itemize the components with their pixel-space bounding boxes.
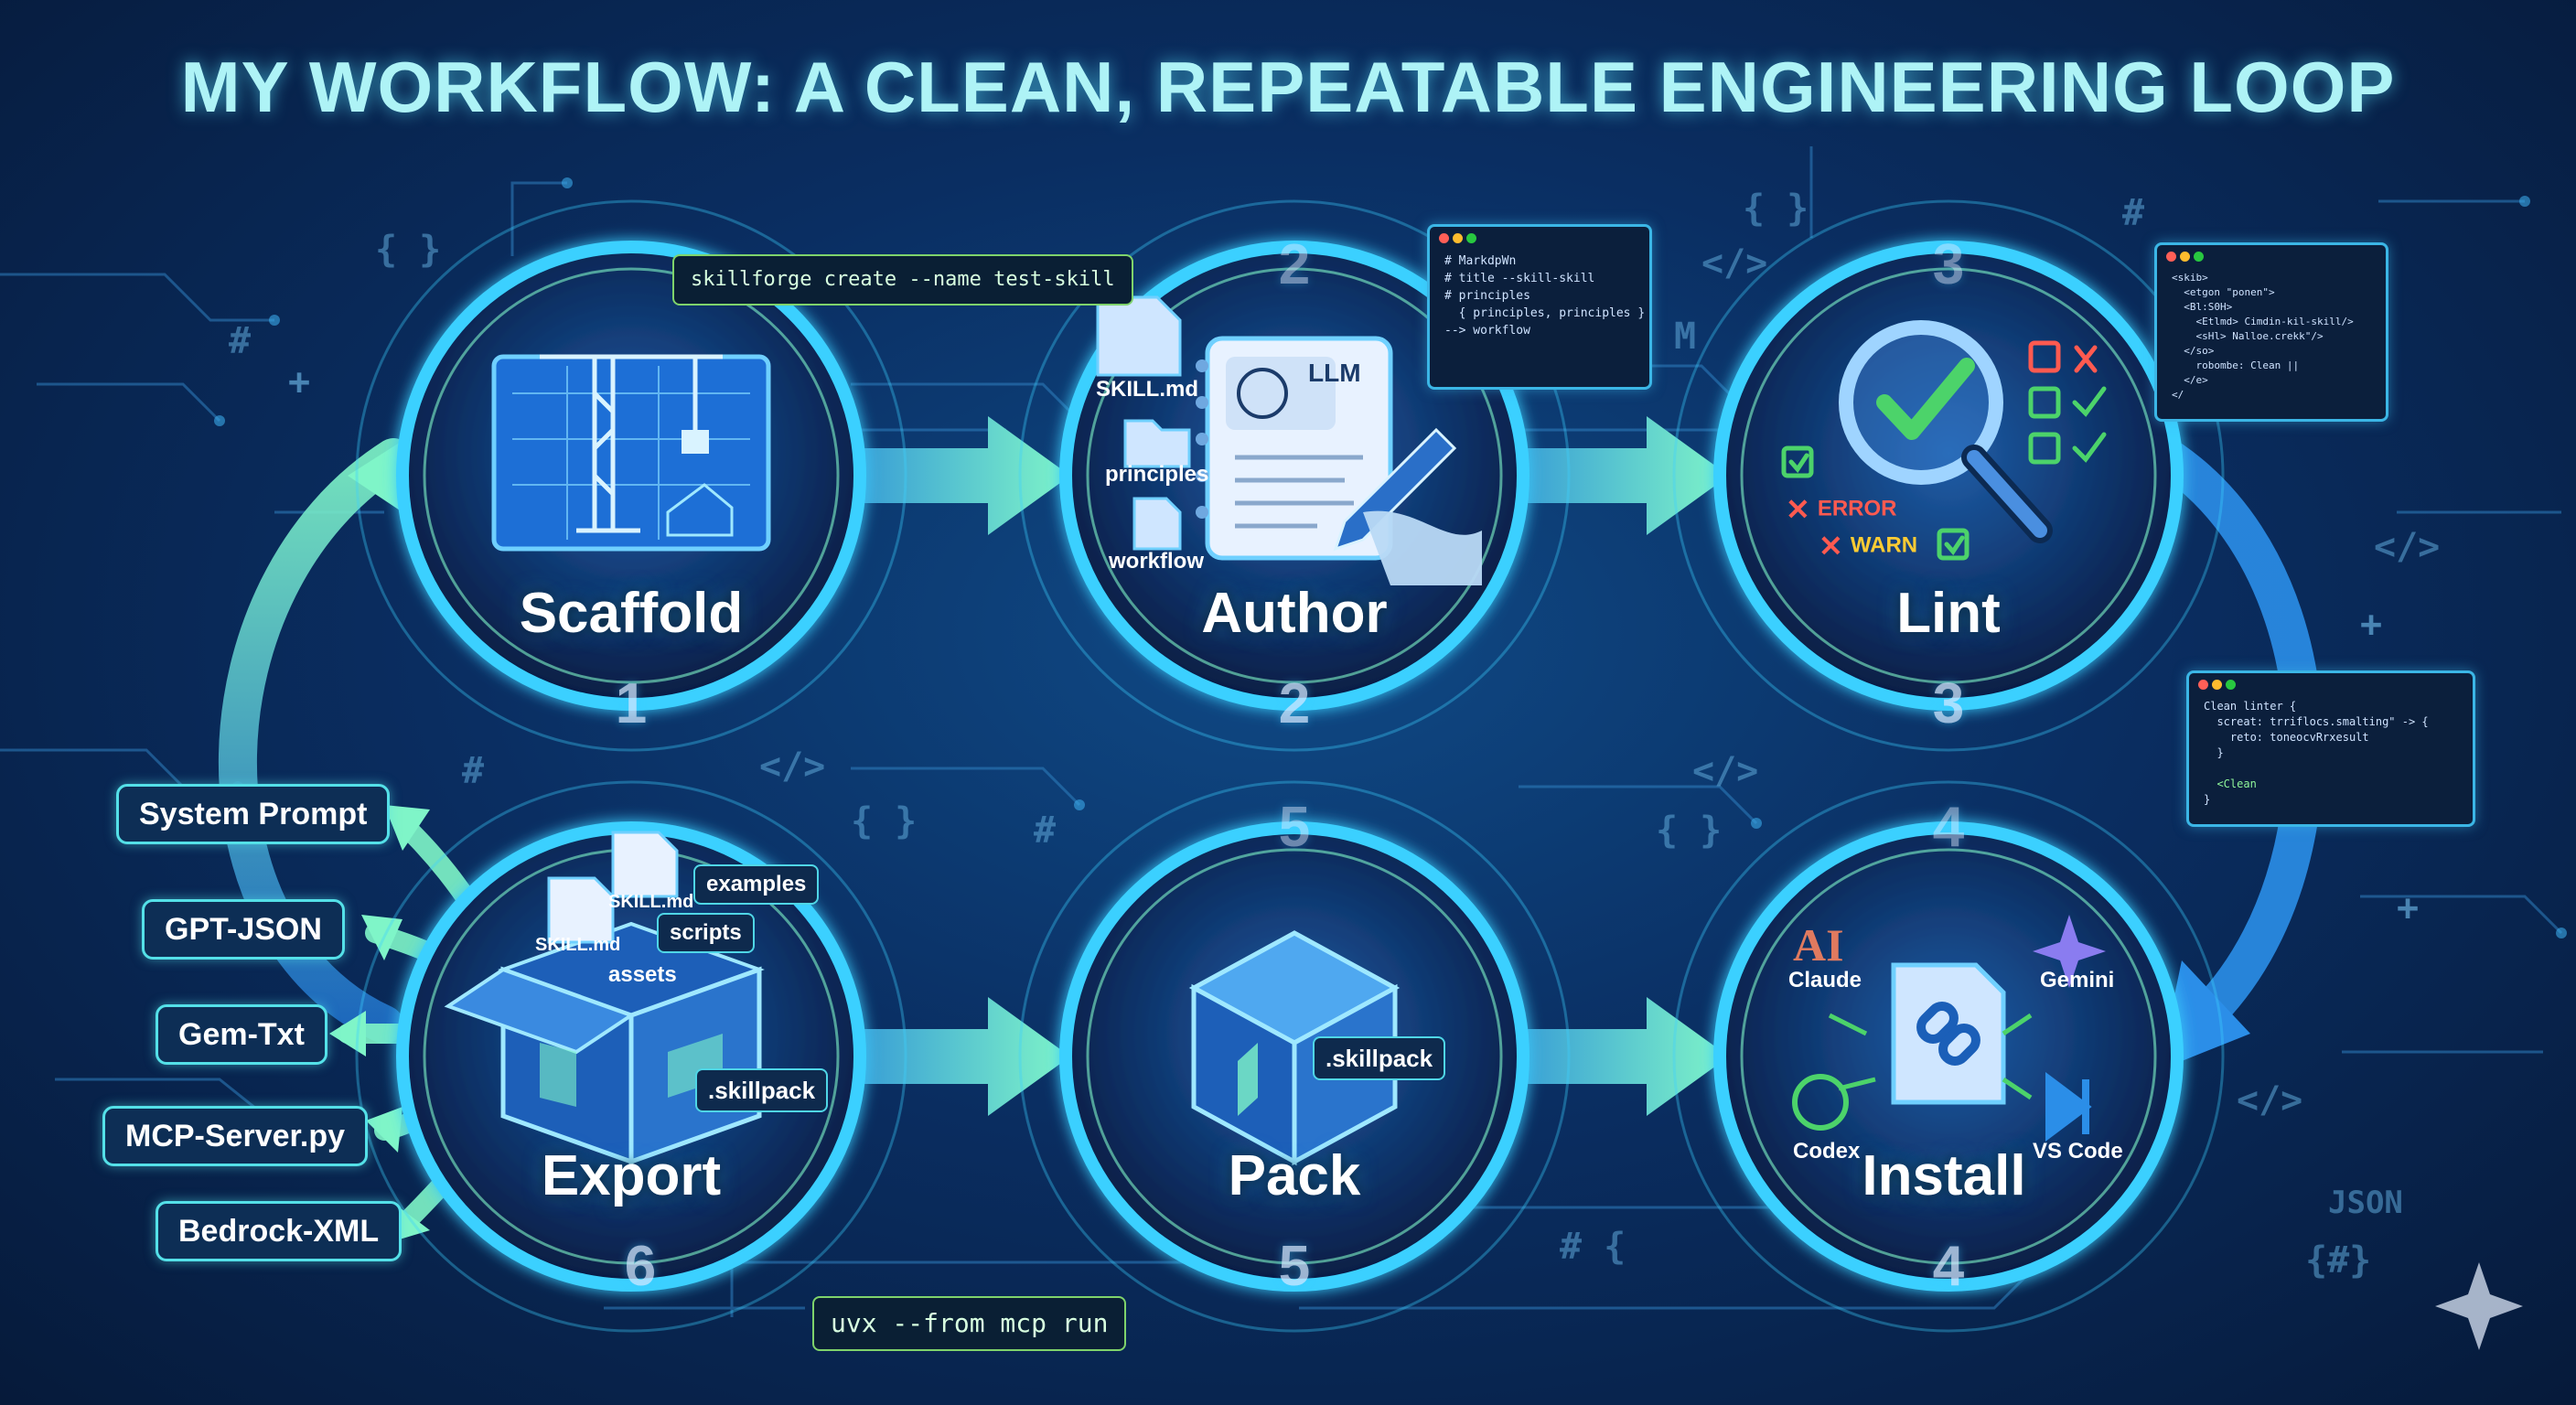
stage-number-top-5: 5: [1278, 796, 1311, 859]
file-label-skill-md: SKILL.md: [1096, 377, 1198, 402]
decor-hash: #: [229, 320, 252, 362]
stage-label-pack: Pack: [1228, 1144, 1361, 1207]
decor-plus: +: [288, 361, 311, 403]
decor-tag-4: </>: [1692, 750, 1759, 792]
magnifier-check-icon: [1839, 320, 2053, 543]
decor-plus-2: +: [2360, 604, 2383, 646]
blueprint-crane-icon: [491, 354, 771, 552]
lint-warn-label: ✕WARN: [1819, 530, 1918, 563]
decor-tag: </>: [1701, 242, 1768, 284]
file-icons: [1096, 295, 1191, 551]
export-target-bedrock-xml: Bedrock-XML: [156, 1201, 402, 1261]
export-file-label-skill-md-2: SKILL.md: [608, 892, 694, 912]
author-editor-window: # MarkdpWn # title --skill-skill # princ…: [1427, 224, 1652, 390]
decor-braces: { }: [375, 229, 442, 271]
flow-arrows: [823, 416, 1729, 1116]
decor-braces-4: { }: [1656, 810, 1723, 852]
decor-tag-3: </>: [759, 745, 826, 788]
author-editor-code: # MarkdpWn # title --skill-skill # princ…: [1444, 254, 1646, 338]
decor-plus-3: +: [2397, 887, 2420, 929]
file-label-principles: principles: [1105, 462, 1209, 487]
target-label-vscode: VS Code: [2033, 1139, 2123, 1164]
scaffold-command: skillforge create --name test-skill: [672, 254, 1133, 306]
svg-text:AI: AI: [1793, 919, 1844, 971]
install-editor-code: Clean linter { screat: trriflocs.smaltin…: [2204, 700, 2429, 806]
notebook-pen-icon: [1196, 336, 1482, 585]
export-label-assets: assets: [608, 962, 677, 987]
install-connector-arrows: [1828, 1013, 2033, 1100]
file-label-workflow: workflow: [1109, 549, 1205, 574]
pack-command: uvx --from mcp run: [812, 1296, 1127, 1351]
install-editor-window: Clean linter { screat: trriflocs.smaltin…: [2186, 670, 2475, 827]
lint-error-label: ✕ERROR: [1786, 493, 1897, 526]
stage-number-5: 5: [1278, 1235, 1311, 1298]
lint-editor-code: <skib> <etgon "ponen"> <Bl:S0H> <Etlmd> …: [2172, 272, 2354, 401]
linked-file-icon: [1891, 962, 2006, 1105]
decor-braces-3: { }: [851, 800, 918, 842]
stage-number-top-4: 4: [1932, 796, 1965, 859]
checklist-icons: [1781, 340, 2107, 561]
decor-hash-3: #: [462, 750, 485, 792]
window-controls: [2189, 673, 2473, 695]
decor-hash-4: #: [1034, 810, 1057, 852]
decor-tag-5: </>: [2237, 1079, 2303, 1121]
target-label-claude: Claude: [1788, 968, 1862, 992]
pack-skillpack-tag: .skillpack: [1313, 1036, 1446, 1080]
export-tag-scripts: scripts: [657, 913, 755, 953]
stage-number-top-3: 3: [1932, 233, 1965, 296]
target-label-codex: Codex: [1793, 1139, 1861, 1164]
export-target-mcp-server: MCP-Server.py: [102, 1106, 368, 1166]
stage-label-lint: Lint: [1896, 582, 2001, 645]
export-file-label-skill-md: SKILL.md: [535, 935, 621, 955]
stage-label-export: Export: [541, 1144, 722, 1207]
stage-label-scaffold: Scaffold: [519, 582, 744, 645]
decor-hash-braces: {#}: [2305, 1239, 2372, 1282]
target-label-gemini: Gemini: [2040, 968, 2115, 992]
stage-number-4: 4: [1932, 1235, 1965, 1298]
stage-number-1: 1: [615, 672, 648, 735]
stage-number-2: 2: [1278, 672, 1311, 735]
export-tag-examples: examples: [693, 864, 820, 905]
decor-hash-brace: # {: [1560, 1226, 1626, 1268]
stage-number-3: 3: [1932, 672, 1965, 735]
decor-tag-2: </>: [2374, 526, 2441, 568]
page-title: MY WORKFLOW: A CLEAN, REPEATABLE ENGINEE…: [180, 47, 2396, 127]
decor-json: JSON: [2328, 1185, 2403, 1221]
window-controls: [1430, 227, 1649, 249]
export-skillpack-tag: .skillpack: [695, 1068, 829, 1112]
stage-number-6: 6: [624, 1235, 657, 1298]
export-target-gem-txt: Gem-Txt: [156, 1004, 327, 1065]
lint-editor-window: <skib> <etgon "ponen"> <Bl:S0H> <Etlmd> …: [2154, 242, 2388, 422]
stage-number-top-2: 2: [1278, 233, 1311, 296]
decor-hash-2: #: [2122, 192, 2145, 234]
sparkle-icon: [2435, 1262, 2523, 1350]
decor-letter-m: M: [1674, 316, 1697, 358]
install-target-logos: AI: [1792, 915, 2106, 1142]
decor-braces-2: { }: [1743, 188, 1809, 230]
export-target-gpt-json: GPT-JSON: [142, 899, 345, 960]
cube-package-icon: [1188, 930, 1401, 1166]
export-target-system-prompt: System Prompt: [116, 784, 391, 844]
stage-label-author: Author: [1201, 582, 1388, 645]
window-controls: [2157, 245, 2386, 267]
llm-label: LLM: [1308, 359, 1361, 387]
stage-label-install: Install: [1862, 1144, 2026, 1207]
export-file-icons: [547, 831, 679, 944]
